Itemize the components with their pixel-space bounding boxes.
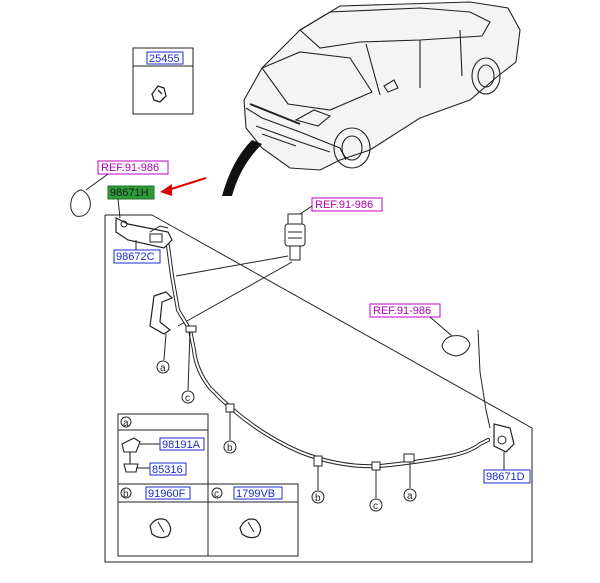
svg-text:b: b bbox=[227, 443, 233, 454]
svg-text:c: c bbox=[185, 393, 190, 404]
part-label-85316: 85316 bbox=[152, 464, 183, 476]
svg-text:98672C: 98672C bbox=[116, 251, 155, 263]
part-label-98672c: 98672C bbox=[113, 249, 161, 264]
nozzle-cap-left bbox=[70, 189, 91, 217]
pointer-swoosh bbox=[222, 140, 262, 196]
washer-hose bbox=[149, 244, 490, 471]
part-label-98671d: 98671D bbox=[483, 469, 531, 484]
part-box-25455: 25455 bbox=[132, 47, 194, 115]
nozzle-cap-right bbox=[441, 335, 471, 357]
svg-text:b: b bbox=[315, 493, 321, 504]
part-label-91960f: 91960F bbox=[148, 488, 186, 500]
callout-c-lower: c bbox=[369, 470, 383, 512]
svg-text:a: a bbox=[407, 491, 413, 502]
svg-text:REF.91-986: REF.91-986 bbox=[373, 305, 431, 317]
svg-text:98671H: 98671H bbox=[110, 187, 149, 199]
assembly-outline bbox=[104, 214, 533, 563]
nozzle-assembly-right bbox=[493, 423, 515, 453]
callout-c-left: c bbox=[181, 331, 195, 404]
svg-text:REF.91-986: REF.91-986 bbox=[315, 199, 373, 211]
washer-pump bbox=[284, 213, 306, 261]
svg-text:a: a bbox=[160, 363, 166, 374]
svg-text:c: c bbox=[373, 501, 378, 512]
part-label-1799vb: 1799VB bbox=[236, 488, 275, 500]
part-label-25455: 25455 bbox=[149, 53, 180, 65]
clip-icon bbox=[151, 85, 167, 103]
ref-label-right: REF.91-986 bbox=[369, 303, 441, 318]
hose-clip-c-icon bbox=[239, 518, 262, 539]
clip-part-98191a-icon bbox=[121, 437, 141, 473]
vehicle-illustration bbox=[243, 1, 521, 171]
callout-a-lower: a bbox=[403, 462, 417, 502]
svg-text:a: a bbox=[123, 418, 129, 429]
red-arrow-icon bbox=[160, 177, 207, 196]
ref-label-pump: REF.91-986 bbox=[311, 197, 383, 212]
svg-text:b: b bbox=[123, 489, 129, 500]
svg-text:c: c bbox=[214, 489, 219, 500]
inset-table: a 98191A 85316 b 91960F c 1799VB bbox=[117, 413, 299, 557]
part-label-98191a: 98191A bbox=[162, 439, 201, 451]
hose-clip-b-icon bbox=[149, 518, 172, 539]
hose-bracket-left bbox=[115, 217, 173, 249]
callout-a-left: a bbox=[156, 333, 170, 374]
callout-b-upper: b bbox=[223, 412, 237, 454]
callout-b-lower: b bbox=[311, 466, 325, 504]
ref-label-upper-left: REF.91-986 bbox=[97, 160, 169, 175]
svg-text:REF.91-986: REF.91-986 bbox=[101, 162, 159, 174]
part-label-98671h: 98671H bbox=[107, 185, 155, 200]
svg-text:98671D: 98671D bbox=[486, 471, 525, 483]
